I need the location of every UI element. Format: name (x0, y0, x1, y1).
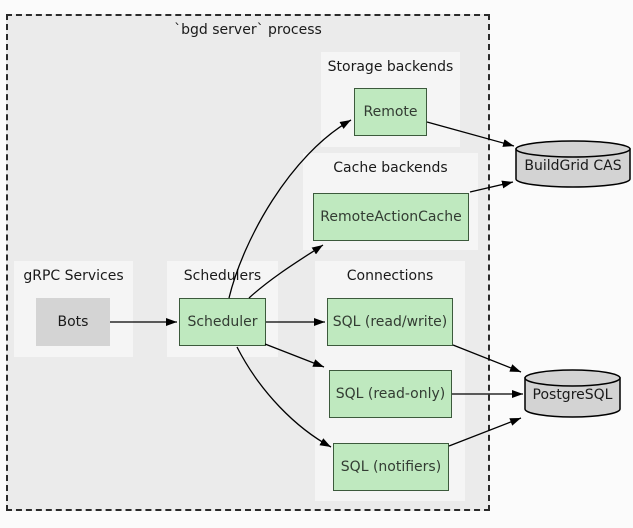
buildgrid-cas-cylinder-body (515, 148, 631, 188)
cluster-grpc-services-label: gRPC Services (23, 268, 124, 284)
postgresql-cylinder-body (524, 377, 621, 418)
node-scheduler: Scheduler (179, 298, 266, 346)
node-sql-read-only: SQL (read-only) (329, 370, 452, 418)
node-sql-read-write: SQL (read/write) (327, 298, 453, 346)
database-postgresql: PostgreSQL (524, 369, 621, 418)
buildgrid-cas-cylinder-top (515, 140, 631, 158)
buildgrid-cas-label: BuildGrid CAS (524, 158, 621, 174)
postgresql-cylinder-top (524, 369, 621, 387)
cluster-cache-backends-label: Cache backends (333, 160, 448, 176)
node-bots: Bots (36, 298, 110, 346)
node-remote-action-cache: RemoteActionCache (313, 193, 469, 241)
database-buildgrid-cas: BuildGrid CAS (515, 140, 631, 188)
node-sql-notifiers: SQL (notifiers) (333, 443, 449, 491)
postgresql-label: PostgreSQL (533, 387, 613, 403)
node-remote: Remote (354, 88, 427, 136)
cluster-connections-label: Connections (346, 268, 434, 284)
cluster-schedulers-label: Schedulers (183, 268, 262, 284)
diagram-title: `bgd server` process (174, 22, 322, 38)
cluster-storage-backends-label: Storage backends (327, 59, 454, 75)
